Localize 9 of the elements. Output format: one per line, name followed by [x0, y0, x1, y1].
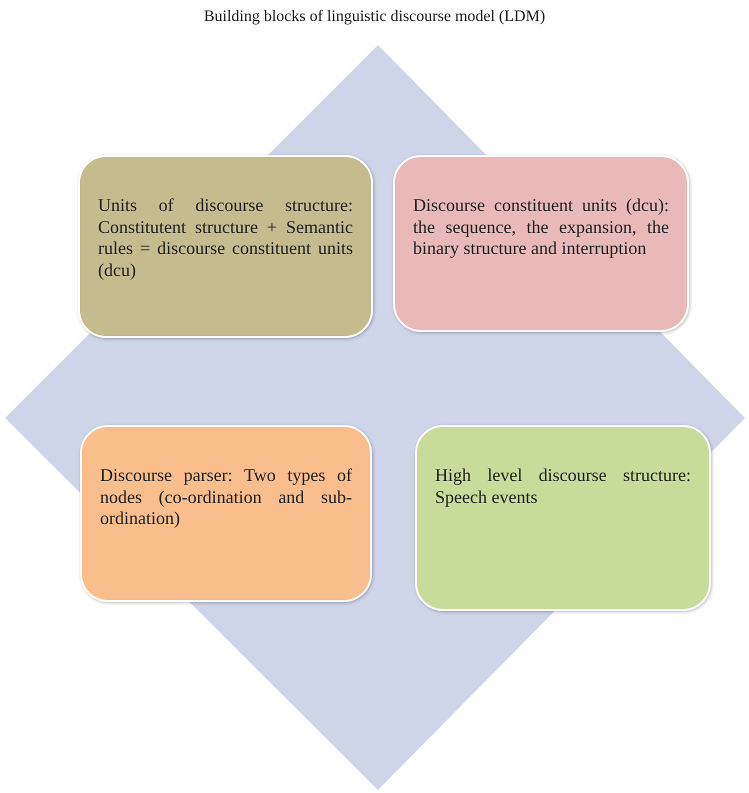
rounded-box — [80, 425, 372, 602]
box-text: High level discourse structure: Speech events — [435, 465, 691, 508]
diagram-title: Building blocks of linguistic discourse model (LDM) — [202, 8, 546, 26]
box-text: Discourse constituent units (dcu): the sequence, the expansion, the binary structure and interruption — [413, 195, 669, 260]
rounded-box — [393, 155, 689, 332]
box-text: Units of discourse structure: Constitutent structure + Semantic rules = discourse constituent units (dcu) — [98, 195, 353, 282]
box-text: Discourse parser: Two types of nodes (co-ordination and sub-ordination) — [100, 465, 352, 530]
rounded-box — [415, 425, 711, 611]
rounded-box — [78, 155, 373, 338]
